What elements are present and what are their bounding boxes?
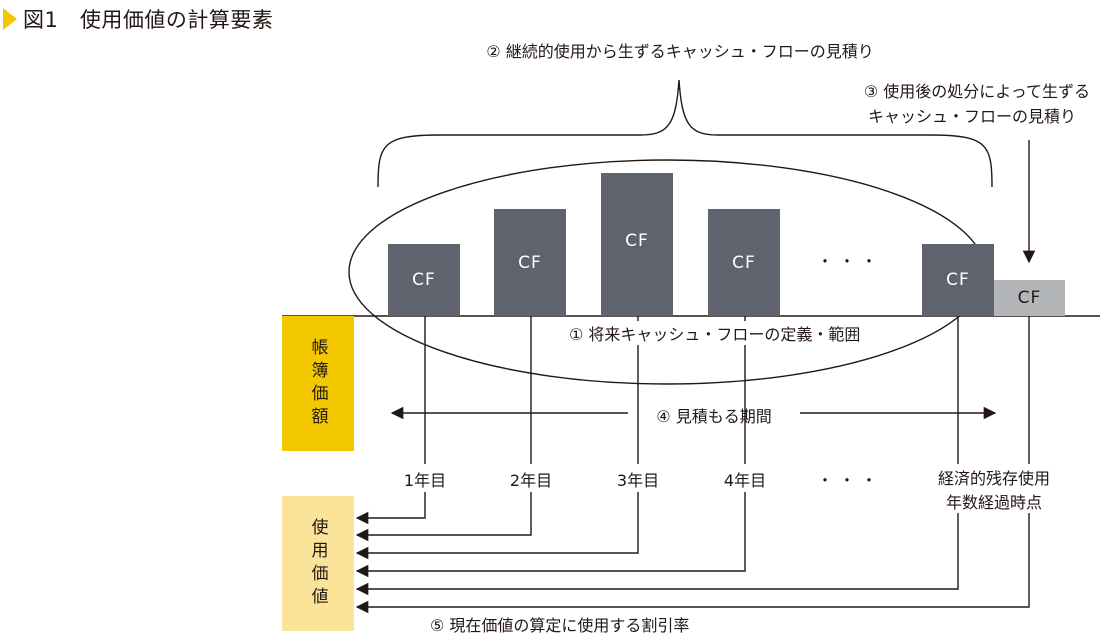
- cf-bar-final-year: CF: [922, 244, 994, 316]
- cf-bar-year2: CF: [494, 209, 566, 316]
- title-marker-icon: [3, 8, 17, 30]
- definition-scope-label: ① 将来キャッシュ・フローの定義・範囲: [566, 321, 864, 345]
- years-ellipsis: ・・・: [816, 471, 883, 490]
- cf-bar-year4: CF: [708, 209, 780, 316]
- discount-arrow-4: [355, 492, 746, 578]
- end-label-line2: 年数経過時点: [923, 489, 1065, 513]
- book-value-label: 帳簿価額: [307, 337, 328, 430]
- discount-arrow-3: [355, 492, 639, 560]
- curly-brace: [377, 79, 993, 188]
- year-label-4: 4年目: [705, 467, 785, 491]
- figure-title: 図1 使用価値の計算要素: [0, 4, 273, 34]
- discount-arrow-2: [355, 492, 532, 542]
- disposal-cf-label-line1: ③ 使用後の処分によって生ずる: [863, 82, 1090, 101]
- year-label-2: 2年目: [491, 467, 571, 491]
- discount-arrow-1: [355, 492, 426, 525]
- year-label-1: 1年目: [385, 467, 465, 491]
- bars-ellipsis: ・・・: [816, 252, 883, 271]
- figure-title-text: 図1 使用価値の計算要素: [23, 8, 274, 32]
- discount-arrow-6: [355, 510, 1030, 614]
- discount-arrow-5: [355, 510, 959, 596]
- value-in-use-box: 使用価値: [282, 496, 354, 631]
- cf-bar-year1: CF: [388, 244, 460, 316]
- estimation-period-label: ④ 見積もる期間: [656, 407, 772, 426]
- disposal-cf-label-line2: キャッシュ・フローの見積り: [867, 107, 1076, 126]
- year-label-3: 3年目: [598, 467, 678, 491]
- cf-bar-disposal: CF: [994, 280, 1065, 316]
- end-label-line1: 経済的残存使用: [923, 465, 1065, 489]
- continuing-cf-label: ② 継続的使用から生ずるキャッシュ・フローの見積り: [486, 42, 874, 61]
- cf-bar-year3: CF: [601, 173, 673, 316]
- discount-rate-label: ⑤ 現在価値の算定に使用する割引率: [430, 616, 690, 635]
- book-value-box: 帳簿価額: [282, 316, 354, 451]
- value-in-use-label: 使用価値: [307, 517, 328, 610]
